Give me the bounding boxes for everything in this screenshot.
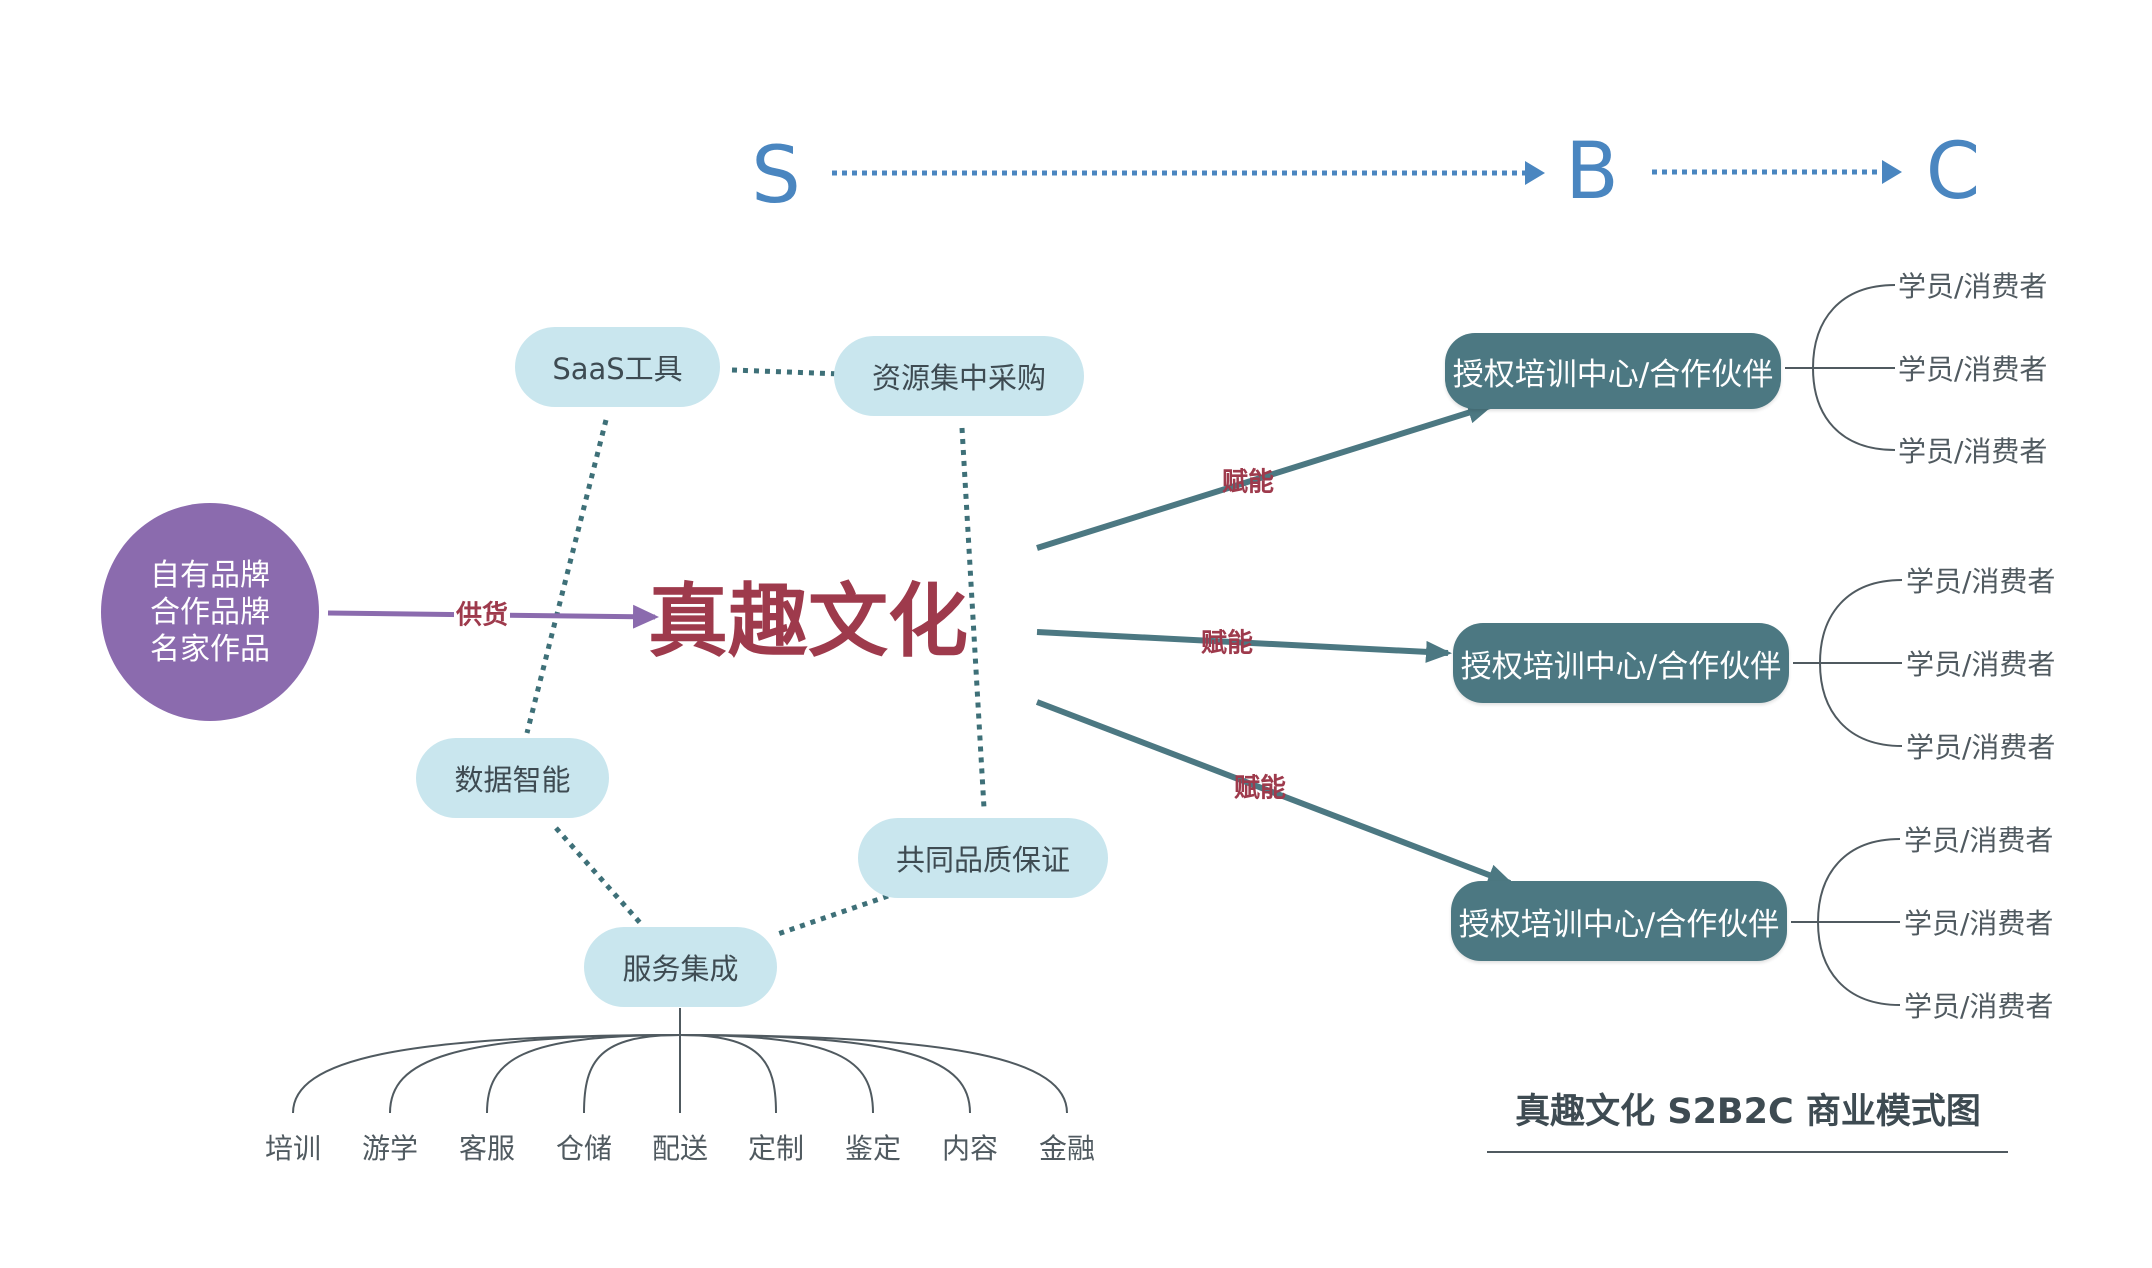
supply-label: 供货 — [453, 594, 511, 632]
source-circle: 自有品牌 合作品牌 名家作品 — [101, 503, 319, 721]
flow-c: C — [1925, 127, 1981, 217]
service-item-customer-service: 客服 — [458, 1132, 516, 1165]
service-item-content: 内容 — [941, 1132, 999, 1165]
dotted-link-saas-procurement — [731, 367, 843, 377]
partner-node-3: 授权培训中心/合作伙伴 — [1451, 881, 1787, 961]
service-item-warehousing: 仓储 — [555, 1132, 613, 1165]
flow-arrow-s-b-head — [1525, 161, 1545, 185]
source-line-own-brand: 自有品牌 — [150, 557, 270, 593]
partner-node-1: 授权培训中心/合作伙伴 — [1445, 333, 1781, 409]
consumer-label-2-3: 学员/消费者 — [1906, 731, 2056, 764]
consumer-label-1-3: 学员/消费者 — [1898, 435, 2048, 468]
saas-tool-pill: SaaS工具 — [515, 327, 720, 407]
data-intelligence-pill: 数据智能 — [416, 738, 609, 818]
consumer-label-3-1: 学员/消费者 — [1904, 824, 2054, 857]
empower-arrow-1 — [1036, 402, 1494, 551]
consumer-bracket-3 — [1791, 838, 1901, 1006]
empower-label-1: 赋能 — [1221, 467, 1275, 498]
diagram-caption: 真趣文化 S2B2C 商业模式图 — [1515, 1092, 1981, 1132]
dotted-link-saas-data — [524, 419, 609, 734]
service-integration-pill: 服务集成 — [584, 927, 777, 1007]
procurement-pill: 资源集中采购 — [834, 336, 1084, 416]
quality-assurance-pill: 共同品质保证 — [858, 818, 1108, 898]
empower-arrow-2 — [1036, 629, 1452, 663]
dotted-link-quality-service — [774, 893, 889, 938]
empower-arrow-3 — [1035, 699, 1514, 886]
consumer-label-1-1: 学员/消费者 — [1898, 270, 2048, 303]
empower-label-2: 赋能 — [1200, 628, 1254, 659]
center-title: 真趣文化 — [648, 575, 968, 668]
consumer-bracket-2 — [1793, 579, 1903, 747]
partner-node-2: 授权培训中心/合作伙伴 — [1453, 623, 1789, 703]
flow-arrow-b-c-head — [1882, 160, 1902, 184]
consumer-label-3-3: 学员/消费者 — [1904, 990, 2054, 1023]
consumer-label-2-1: 学员/消费者 — [1906, 565, 2056, 598]
service-item-training: 培训 — [264, 1132, 322, 1165]
consumer-label-2-2: 学员/消费者 — [1906, 648, 2056, 681]
dotted-link-data-service — [554, 826, 644, 927]
service-item-delivery: 配送 — [651, 1132, 709, 1165]
source-line-partner-brand: 合作品牌 — [150, 594, 270, 630]
service-fan — [292, 1008, 1068, 1114]
service-item-study-tour: 游学 — [361, 1132, 419, 1165]
consumer-label-3-2: 学员/消费者 — [1904, 907, 2054, 940]
consumer-label-1-2: 学员/消费者 — [1898, 353, 2048, 386]
empower-label-3: 赋能 — [1233, 773, 1287, 804]
source-line-master-works: 名家作品 — [150, 631, 270, 667]
dotted-link-procurement-quality — [959, 427, 987, 809]
service-item-finance: 金融 — [1038, 1132, 1096, 1165]
service-item-customization: 定制 — [747, 1132, 805, 1165]
service-item-appraisal: 鉴定 — [844, 1132, 902, 1165]
flow-b: B — [1565, 127, 1619, 217]
flow-s: S — [751, 131, 801, 221]
consumer-bracket-1 — [1785, 284, 1896, 451]
